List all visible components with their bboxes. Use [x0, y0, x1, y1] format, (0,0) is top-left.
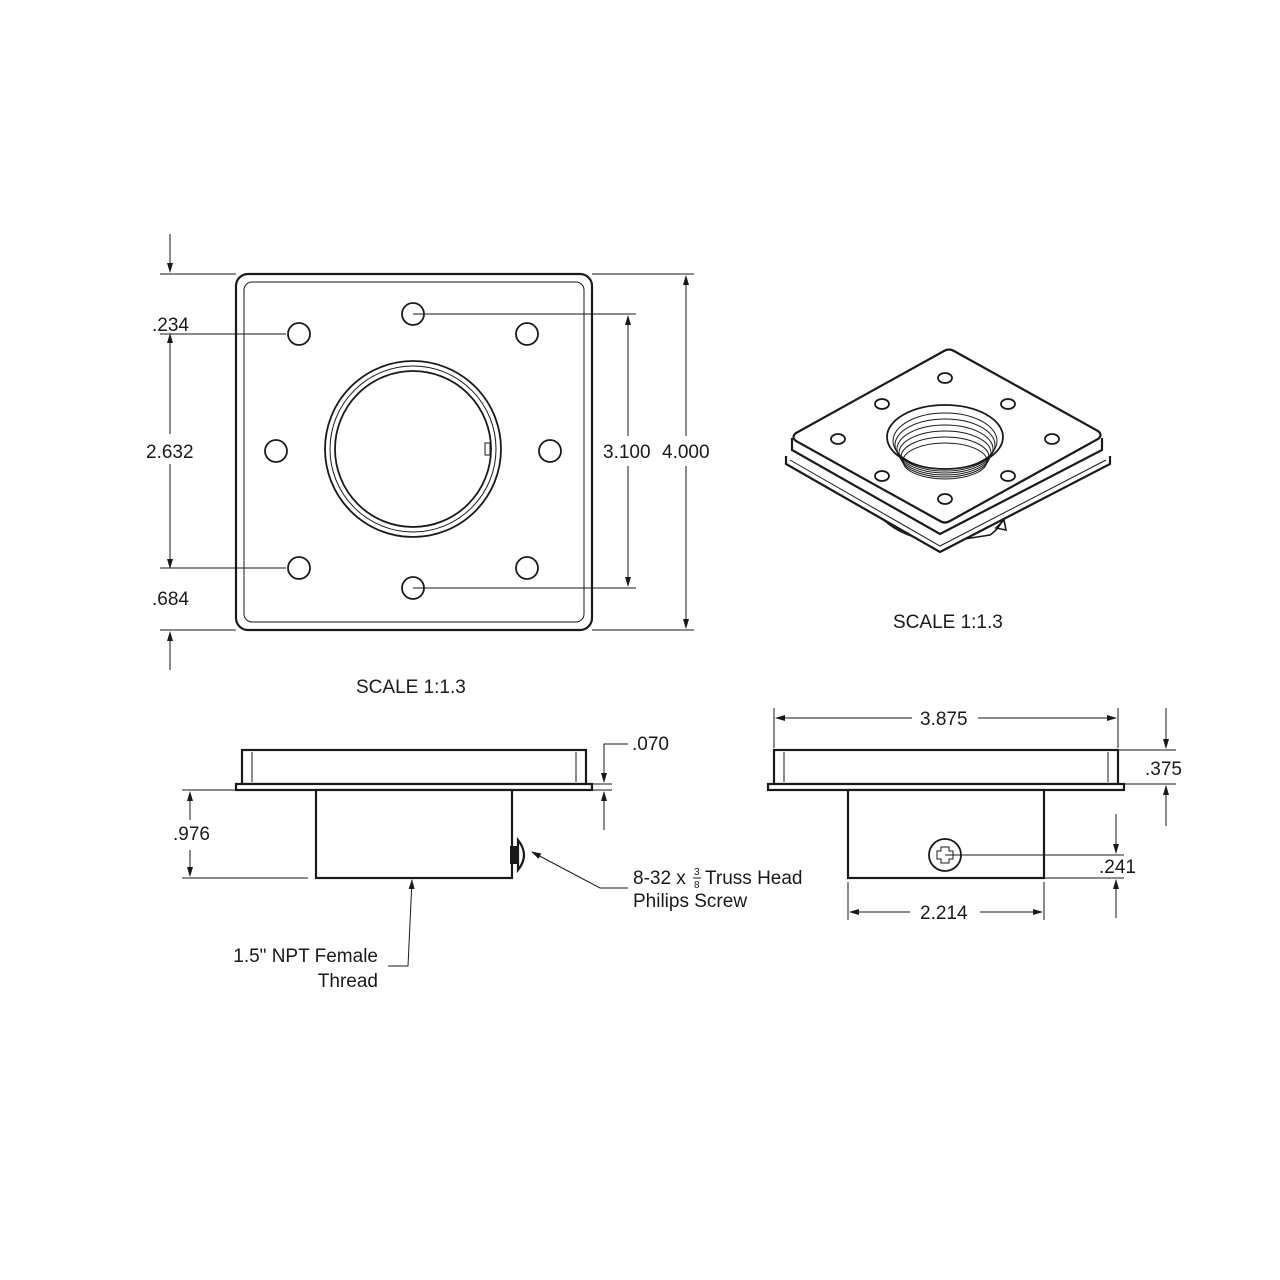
left-dimensions [140, 234, 286, 670]
dim-width: 3.875 [920, 709, 968, 730]
iso-view-scale: SCALE 1:1.3 [893, 612, 1003, 633]
height-dimension [1118, 708, 1176, 826]
drain-opening-inner [334, 370, 492, 528]
dim-screw-offset: .241 [1099, 857, 1136, 878]
right-dimensions [413, 273, 716, 631]
screw-frac-num: 3 [694, 867, 700, 878]
iso-mount-hole [937, 372, 953, 384]
front-drain-body [314, 788, 514, 880]
dim-body-width: 2.214 [920, 903, 968, 924]
top-view: .234 2.632 .684 3.100 4.000 SCALE 1:1.3 [140, 234, 716, 698]
body-width-dimension [847, 882, 1045, 920]
dim-body-height: .976 [173, 824, 210, 845]
front-top-plate [240, 748, 588, 786]
mount-hole [287, 322, 311, 346]
iso-mount-hole [874, 398, 890, 410]
front-view: .070 .976 8-32 x 3 8 Truss Head Philips … [173, 734, 803, 992]
iso-mount-hole [830, 433, 846, 445]
dim-hole-span: 2.632 [146, 442, 194, 463]
thread-label-line2: Thread [318, 971, 378, 992]
screw-shank [510, 846, 518, 864]
dim-overall: 4.000 [662, 442, 710, 463]
iso-mount-hole [937, 493, 953, 505]
screw-offset-dimension [945, 814, 1124, 918]
side-view: 3.875 .375 .241 2.214 [766, 708, 1182, 924]
screw-head [516, 836, 526, 874]
dim-inner-span: 3.100 [603, 442, 651, 463]
screw-frac-den: 8 [694, 880, 700, 891]
mount-hole [538, 439, 562, 463]
mount-hole [515, 556, 539, 580]
screw-label-suffix: Truss Head [705, 868, 803, 889]
top-plate-inner [243, 281, 585, 623]
screw-boss [484, 442, 491, 456]
iso-mount-hole [874, 470, 890, 482]
screw-label-line1: 8-32 x [633, 868, 686, 889]
top-view-scale: SCALE 1:1.3 [356, 677, 466, 698]
flange-dimension [592, 743, 628, 830]
side-top-plate [772, 748, 1120, 786]
screw-leader [531, 851, 628, 889]
dim-height: .375 [1145, 759, 1182, 780]
isometric-view: SCALE 1:1.3 [784, 348, 1112, 633]
iso-mount-hole [1000, 470, 1016, 482]
mount-hole [287, 556, 311, 580]
dim-flange: .070 [632, 734, 669, 755]
mount-hole [264, 439, 288, 463]
thread-label-line1: 1.5" NPT Female [233, 946, 378, 967]
body-height-dimension [182, 789, 308, 879]
dim-top-offset: .234 [152, 315, 189, 336]
dim-bottom-offset: .684 [152, 589, 189, 610]
drain-opening-rim [329, 365, 497, 533]
width-dimension [773, 708, 1119, 748]
mount-hole [515, 322, 539, 346]
iso-mount-hole [1000, 398, 1016, 410]
iso-mount-hole [1044, 433, 1060, 445]
side-drain-body [846, 788, 1046, 880]
screw-label-line2: Philips Screw [633, 891, 747, 912]
thread-leader [388, 879, 415, 967]
